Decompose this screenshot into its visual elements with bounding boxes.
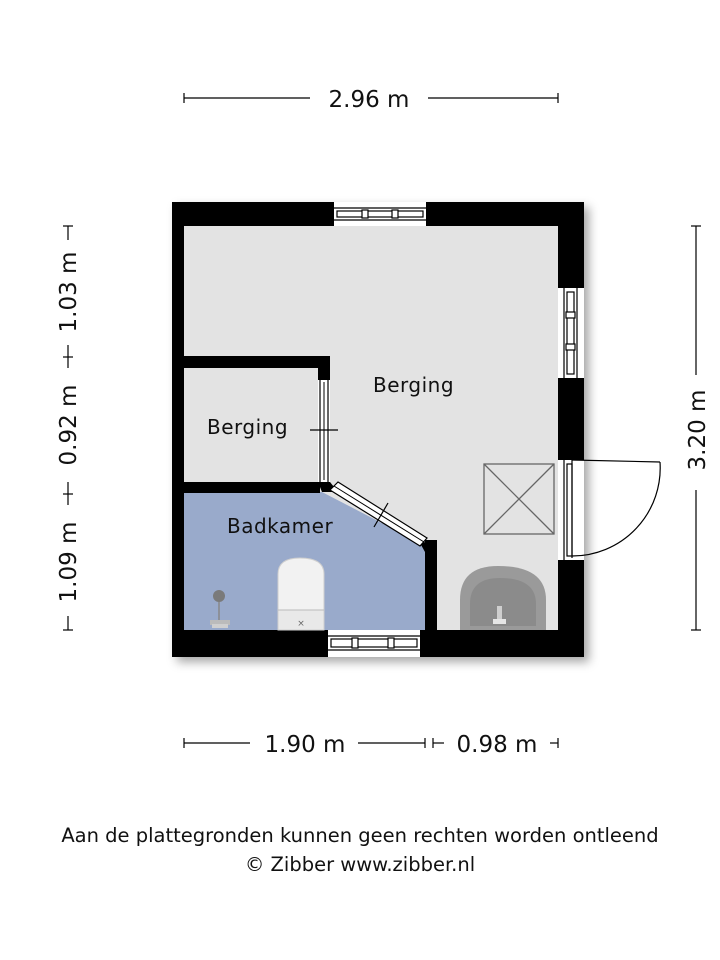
room-label-small-storage: Berging (207, 415, 288, 439)
toilet: × (277, 557, 325, 631)
small-storage-sliding-door (310, 380, 338, 482)
shower-tap (210, 590, 230, 628)
top-dimension: 2.96 m (183, 87, 559, 113)
floors (172, 202, 584, 657)
dimension-left-middle: 0.92 m (56, 385, 82, 466)
svg-text:×: × (297, 619, 305, 629)
top-window (334, 202, 426, 226)
bottom-window (328, 630, 420, 657)
wall-small-storage-top (184, 356, 330, 368)
exterior-door (558, 459, 661, 560)
wall-small-storage-bottom (184, 482, 320, 493)
dimension-bottom-left: 1.90 m (265, 732, 346, 758)
dimension-right-height: 3.20 m (685, 390, 711, 471)
right-window (558, 288, 584, 378)
room-label-bathroom: Badkamer (227, 514, 333, 538)
wall-bathroom-diagonal-corner (420, 540, 437, 552)
dimension-bottom-right: 0.98 m (457, 732, 538, 758)
washbasin (460, 566, 546, 630)
right-dimension: 3.20 m (685, 225, 711, 631)
copyright-text: © Zibber www.zibber.nl (244, 853, 476, 876)
left-dimensions: 1.03 m 0.92 m 1.09 m (56, 225, 82, 631)
wall-small-storage-right (318, 356, 330, 380)
wall-bathroom-right (425, 540, 437, 632)
bathroom-sliding-door (329, 481, 428, 547)
dimension-top-width: 2.96 m (329, 87, 410, 113)
dimension-left-top: 1.03 m (56, 252, 82, 333)
dimension-left-bottom: 1.09 m (56, 522, 82, 603)
installation-box (483, 463, 555, 535)
disclaimer-text: Aan de plattegronden kunnen geen rechten… (61, 824, 659, 847)
bottom-dimensions: 1.90 m 0.98 m (183, 732, 559, 758)
room-label-main-storage: Berging (373, 373, 454, 397)
